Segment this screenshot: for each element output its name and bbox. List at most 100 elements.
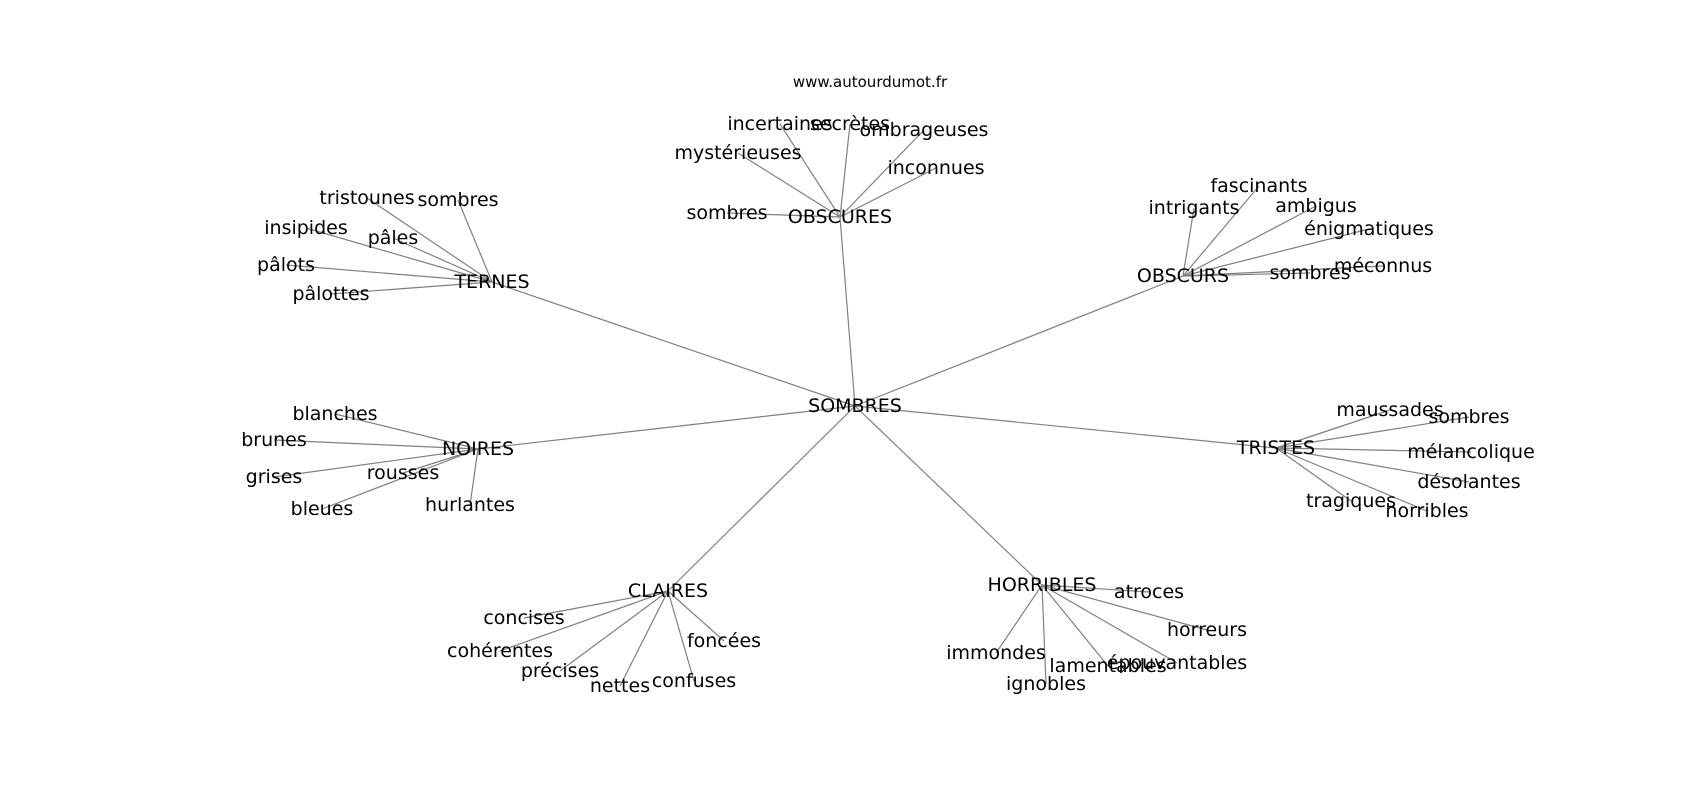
edge-hub-to-leaf: [667, 590, 695, 682]
hub-node[interactable]: OBSCURS: [1137, 265, 1229, 287]
edge-hub-to-leaf: [402, 448, 479, 474]
edge-hub-to-leaf: [469, 448, 479, 506]
leaf-node[interactable]: ignobles: [1006, 673, 1086, 695]
edge-hub-to-leaf: [1041, 584, 1178, 664]
edge-hub-to-leaf: [457, 199, 493, 283]
edge-hub-to-leaf: [334, 413, 479, 450]
leaf-node[interactable]: mélancolique: [1407, 441, 1535, 463]
leaf-node[interactable]: sombres: [417, 189, 498, 211]
leaf-node[interactable]: grises: [246, 466, 303, 488]
edge-center-to-hub: [667, 405, 856, 592]
leaf-node[interactable]: méconnus: [1334, 255, 1432, 277]
leaf-node[interactable]: sombres: [1428, 406, 1509, 428]
leaf-node[interactable]: ombrageuses: [860, 119, 989, 141]
hub-node[interactable]: OBSCURES: [788, 206, 892, 228]
edge-hub-to-leaf: [619, 590, 669, 687]
edge-hub-to-leaf: [737, 152, 841, 218]
edge-hub-to-leaf: [305, 227, 493, 283]
edge-center-to-hub: [854, 405, 1043, 586]
edge-hub-to-leaf: [1182, 207, 1195, 277]
leaf-node[interactable]: nettes: [590, 675, 650, 697]
leaf-node[interactable]: insipides: [264, 217, 348, 239]
edge-hub-to-leaf: [779, 123, 841, 218]
edge-hub-to-leaf: [667, 590, 725, 642]
edge-center-to-hub: [477, 405, 856, 450]
leaf-node[interactable]: tragiques: [1306, 490, 1396, 512]
edge-hub-to-leaf: [1182, 228, 1370, 277]
edge-hub-to-leaf: [1041, 584, 1109, 667]
leaf-node[interactable]: cohérentes: [447, 640, 553, 662]
leaf-node[interactable]: sombres: [1269, 262, 1350, 284]
leaf-node[interactable]: immondes: [946, 642, 1046, 664]
edge-hub-to-leaf: [1041, 584, 1047, 685]
edge-hub-to-leaf: [499, 590, 669, 652]
leaf-node[interactable]: pâlottes: [292, 283, 369, 305]
leaf-node[interactable]: bleues: [291, 498, 354, 520]
edge-hub-to-leaf: [273, 439, 479, 450]
edge-hub-to-leaf: [1041, 584, 1150, 593]
edge-hub-to-leaf: [321, 448, 479, 510]
leaf-node[interactable]: intrigants: [1149, 197, 1240, 219]
leaf-node[interactable]: pâles: [368, 227, 419, 249]
edge-center-to-hub: [854, 405, 1277, 449]
edge-hub-to-leaf: [1182, 265, 1384, 277]
leaf-node[interactable]: confuses: [652, 670, 736, 692]
edge-hub-to-leaf: [995, 584, 1043, 654]
leaf-node[interactable]: blanches: [292, 403, 377, 425]
edge-hub-to-leaf: [726, 212, 841, 218]
leaf-node[interactable]: fascinants: [1210, 175, 1307, 197]
edge-hub-to-leaf: [392, 237, 493, 283]
edge-hub-to-leaf: [1275, 447, 1352, 502]
leaf-node[interactable]: foncées: [687, 630, 761, 652]
leaf-node[interactable]: mystérieuses: [674, 142, 801, 164]
hub-node[interactable]: CLAIRES: [628, 580, 708, 602]
leaf-node[interactable]: lamentables: [1049, 655, 1166, 677]
edge-hub-to-leaf: [839, 129, 925, 218]
edge-center-to-hub: [839, 216, 856, 407]
leaf-node[interactable]: incertaines: [727, 113, 832, 135]
leaf-node[interactable]: concises: [483, 607, 564, 629]
graph-labels: www.autourdumot.fr SOMBRES OBSCURES incert…: [241, 73, 1535, 697]
edge-hub-to-leaf: [1041, 584, 1208, 631]
leaf-node[interactable]: hurlantes: [425, 494, 515, 516]
edge-center-to-hub: [854, 275, 1184, 407]
leaf-node[interactable]: ambigus: [1275, 195, 1357, 217]
source-label: www.autourdumot.fr: [793, 73, 948, 91]
hub-node[interactable]: TRISTES: [1236, 437, 1315, 459]
leaf-node[interactable]: sombres: [686, 202, 767, 224]
edge-hub-to-leaf: [839, 167, 937, 218]
edge-hub-to-leaf: [1182, 205, 1317, 277]
hub-node[interactable]: HORRIBLES: [988, 574, 1097, 596]
edge-hub-to-leaf: [839, 123, 851, 218]
edge-hub-to-leaf: [1182, 185, 1260, 277]
hub-node[interactable]: NOIRES: [442, 438, 514, 460]
edge-hub-to-leaf: [1275, 447, 1428, 512]
leaf-node[interactable]: tristounes: [319, 187, 414, 209]
leaf-node[interactable]: horribles: [1385, 500, 1468, 522]
edge-hub-to-leaf: [273, 448, 479, 478]
hub-node[interactable]: TERNES: [453, 271, 529, 293]
leaf-node[interactable]: secrètes: [810, 113, 890, 135]
leaf-node[interactable]: atroces: [1114, 581, 1184, 603]
edge-hub-to-leaf: [285, 264, 493, 283]
edge-hub-to-leaf: [559, 590, 669, 672]
leaf-node[interactable]: pâlots: [257, 254, 315, 276]
graph-edges: [273, 123, 1472, 687]
leaf-node[interactable]: brunes: [241, 429, 307, 451]
edge-hub-to-leaf: [1275, 447, 1472, 453]
leaf-node[interactable]: inconnues: [887, 157, 984, 179]
leaf-node[interactable]: désolantes: [1417, 471, 1520, 493]
leaf-node[interactable]: horreurs: [1167, 619, 1247, 641]
leaf-node[interactable]: énigmatiques: [1304, 218, 1434, 240]
edge-hub-to-leaf: [1275, 447, 1470, 483]
center-node[interactable]: SOMBRES: [808, 395, 902, 417]
leaf-node[interactable]: maussades: [1336, 399, 1443, 421]
leaf-node[interactable]: rousses: [367, 462, 439, 484]
leaf-node[interactable]: précises: [521, 660, 599, 682]
edge-hub-to-leaf: [366, 197, 493, 283]
edge-hub-to-leaf: [330, 281, 493, 295]
edge-hub-to-leaf: [1182, 272, 1311, 277]
leaf-node[interactable]: épouvantables: [1107, 652, 1247, 674]
edge-hub-to-leaf: [523, 590, 669, 619]
